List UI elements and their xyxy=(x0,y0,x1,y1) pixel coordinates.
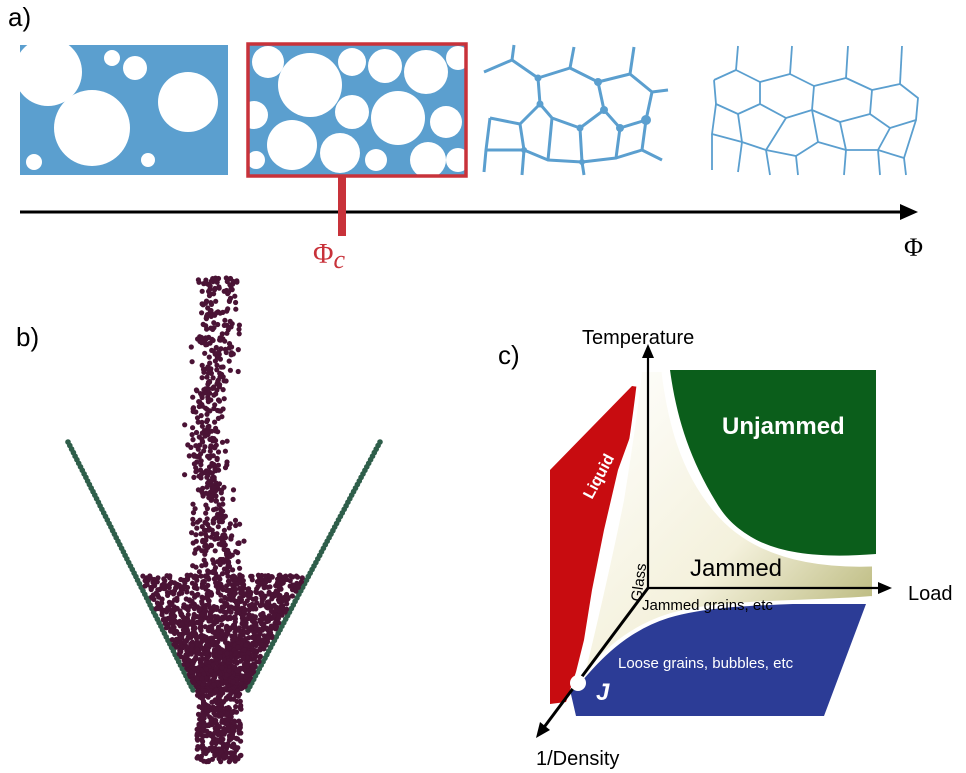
loose-label: Loose grains, bubbles, etc xyxy=(618,655,794,672)
loose-boundary xyxy=(580,596,873,680)
panel-b-label: b) xyxy=(16,322,40,352)
density-axis xyxy=(540,587,650,731)
load-axis-label: Load xyxy=(908,583,953,605)
jamming-point xyxy=(570,675,586,691)
panel-b xyxy=(65,275,383,765)
panel-c-label: c) xyxy=(498,340,520,370)
jammed-grains-label: Jammed grains, etc xyxy=(642,597,773,614)
funnel-walls xyxy=(65,439,383,693)
phi-critical-label: Φc xyxy=(313,239,345,274)
unjammed-boundary xyxy=(661,371,873,567)
foam-dry xyxy=(711,45,919,176)
foam-wet-junctions xyxy=(521,74,651,165)
density-axis-label: 1/Density xyxy=(536,748,619,770)
panel-a-label: a) xyxy=(8,2,32,32)
critical-marker xyxy=(338,176,346,236)
density-arrowhead xyxy=(536,722,550,738)
loose-region xyxy=(570,604,866,716)
particles xyxy=(140,275,305,765)
unjammed-region xyxy=(670,370,876,556)
panel-a: Φ Φc xyxy=(20,42,923,274)
unjammed-label: Unjammed xyxy=(722,413,845,440)
foam-wet xyxy=(482,44,669,176)
phi-axis-label: Φ xyxy=(904,233,923,262)
temperature-axis-label: Temperature xyxy=(582,327,694,349)
foam-dilute xyxy=(20,45,228,175)
critical-frame xyxy=(246,42,468,178)
phi-axis-arrowhead xyxy=(900,204,918,220)
jammed-label: Jammed xyxy=(690,555,782,582)
j-point-label: J xyxy=(596,679,610,706)
liquid-boundary xyxy=(580,371,642,679)
foam-critical xyxy=(249,45,465,175)
temperature-arrowhead xyxy=(642,344,654,358)
load-arrowhead xyxy=(878,582,892,594)
liquid-region xyxy=(550,386,646,704)
glass-label: Glass xyxy=(628,562,650,602)
panel-c: Temperature Load 1/Density Unjammed Jamm… xyxy=(536,327,953,770)
